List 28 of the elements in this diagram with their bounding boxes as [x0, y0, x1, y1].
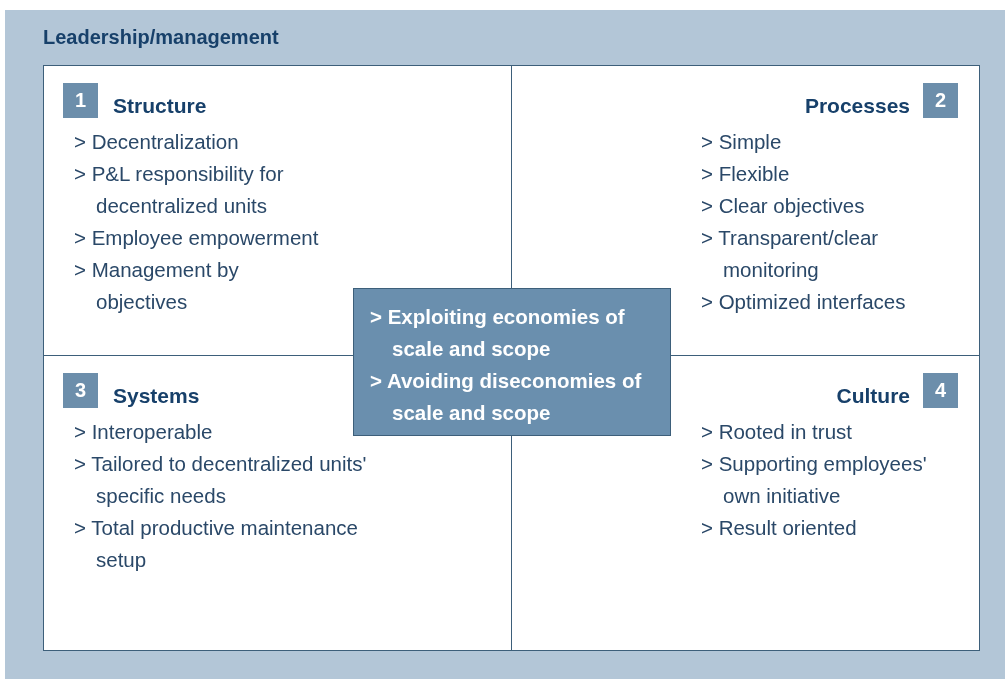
quadrant-heading: Processes [804, 93, 910, 119]
bullet-item: > Total productive maintenance setup [74, 515, 359, 573]
bullet-item: > Flexible [701, 161, 791, 187]
number-badge: 1 [63, 83, 98, 118]
bullet-item: > Transparent/clear monitoring [701, 225, 880, 283]
bullet-item: > Rooted in trust [701, 419, 853, 445]
quadrant-heading: Systems [113, 383, 200, 409]
number-badge: 4 [923, 373, 958, 408]
bullet-item: > Management by objectives [74, 257, 240, 315]
bullet-item: > Supporting employees' own initiative [701, 451, 928, 509]
bullet-item: > Exploiting economies of scale and scope [370, 304, 626, 362]
panel-title: Leadership/management [43, 26, 279, 49]
panel-background [5, 10, 1005, 679]
bullet-item: > Simple [701, 129, 783, 155]
number-badge: 3 [63, 373, 98, 408]
bullet-item: > Decentralization [74, 129, 240, 155]
bullet-item: > Tailored to decentralized units' specific needs [74, 451, 368, 509]
quadrant-heading: Culture [836, 383, 910, 409]
bullet-item: > Avoiding diseconomies of scale and scope [370, 368, 643, 426]
bullet-item: > Result oriented [701, 515, 858, 541]
bullet-item: > Interoperable [74, 419, 214, 445]
bullet-item: > Clear objectives [701, 193, 866, 219]
bullet-item: > Employee empowerment [74, 225, 320, 251]
number-badge: 2 [923, 83, 958, 118]
bullet-item: > Optimized interfaces [701, 289, 907, 315]
bullet-item: > P&L responsibility for decentralized units [74, 161, 285, 219]
center-box [353, 288, 671, 436]
quadrant-heading: Structure [113, 93, 207, 119]
